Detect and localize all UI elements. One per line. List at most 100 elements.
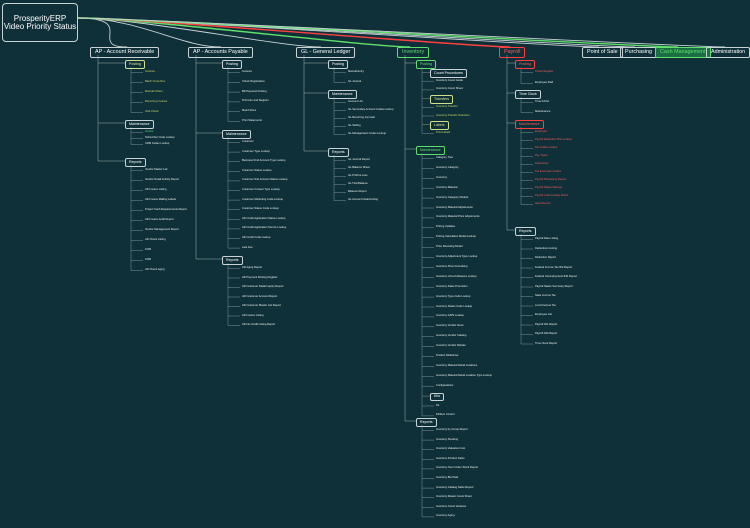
item-ap_reports-2[interactable]: AR Customer Detail Inquiry Report [242, 285, 284, 288]
item-gl_reports-2[interactable]: GL Profit & Loss [348, 174, 368, 177]
item-ar_reports-1[interactable]: Vendor Detail Activity Report [145, 178, 180, 181]
section-inv[interactable]: Inventory [397, 47, 430, 59]
item-ar_posting-4[interactable]: Void Check [145, 110, 159, 113]
item-inv_maint-25[interactable]: Kit [436, 403, 440, 407]
item-pr_reports-6[interactable]: State Income Tax [535, 294, 556, 297]
item-pr_maint-7[interactable]: Payroll Status Settings [535, 186, 563, 189]
group-ar_posting[interactable]: Posting [125, 60, 145, 69]
item-inv_maint-18[interactable]: Inventory Vendor Catalog [436, 334, 467, 338]
item-pr_maint-2[interactable]: Tax Codes Lookup [535, 146, 558, 149]
item-pr_maint-6[interactable]: Payroll Processing Report [535, 178, 567, 181]
item-inv_reports-9[interactable]: Inventory Aging [436, 514, 455, 518]
item-inv_maint-8[interactable]: Pricing Calculation Model Lookup [436, 235, 476, 239]
item-inv_maint-2[interactable]: Inventory [436, 175, 448, 179]
item-inv_maint-11[interactable]: Inventory Price Formatting [436, 264, 468, 268]
item-ap_reports-5[interactable]: AR Invoice Listing [242, 313, 264, 317]
section-ar[interactable]: AP - Account Receivable [90, 47, 160, 59]
item-pr_reports-4[interactable]: Federal Unemployment 940 Report [535, 275, 577, 278]
item-inv_reports-5[interactable]: Inventory Bin Data [436, 476, 459, 479]
section-gl[interactable]: GL - General Ledger [296, 47, 356, 59]
item-inv_reports-3[interactable]: Inventory Product Sales [436, 456, 465, 460]
item-inv_maint-16[interactable]: Inventory GWS Lookup [436, 314, 464, 318]
group-ap_posting[interactable]: Posting [222, 60, 242, 69]
item-inv_maint-26[interactable]: Kit/Item Control [436, 413, 455, 417]
item-pr_posting-1[interactable]: Employee Paid [535, 81, 554, 84]
item-pr_reports-7[interactable]: Local Income Tax [535, 303, 556, 307]
item-ap_posting-0[interactable]: Invoices [242, 70, 252, 73]
item-ar_posting-0[interactable]: Invoices [145, 70, 155, 73]
section-pos[interactable]: Point of Sale [582, 47, 623, 59]
item-ap_reports-0[interactable]: AR Aging Report [242, 266, 263, 269]
item-pr_reports-8[interactable]: Employee List [535, 313, 552, 316]
item-ap_maint-11[interactable]: Late Fee [242, 245, 253, 249]
item-pr_maint-3[interactable]: Pay Types [535, 154, 548, 157]
item-ap_maint-10[interactable]: AR Credit Code Lookup [242, 236, 271, 239]
item-ar_maint-2[interactable]: CRM Codes Lookup [145, 142, 170, 145]
item-gl_reports-4[interactable]: Balance Report [348, 190, 367, 193]
item-ar_maint-1[interactable]: Subscriber Code Lookup [145, 136, 175, 139]
subgroup-inv_maint-24[interactable]: Kits [430, 392, 444, 402]
item-gl_maint-0[interactable]: Account List [348, 100, 363, 103]
group-pr_maint[interactable]: Maintenance [515, 120, 544, 129]
item-ap_maint-3[interactable]: Customer Status Lookup [242, 168, 272, 172]
group-inv_maint[interactable]: Maintenance [416, 146, 445, 155]
item-pr_maint-4[interactable]: Deductions [535, 162, 549, 165]
item-inv_maint-1[interactable]: Inventory Category [436, 165, 459, 169]
item-ar_reports-0[interactable]: Vendor Master List [145, 168, 168, 171]
item-inv_posting-7[interactable]: Print Labels [436, 130, 451, 134]
item-inv_reports-8[interactable]: Inventory Count Variance [436, 504, 467, 508]
item-ap_maint-6[interactable]: Customer Marketing Code Lookup [242, 197, 283, 201]
item-pr_reports-1[interactable]: Deductions Listing [535, 246, 557, 250]
item-ar_posting-3[interactable]: Recurring Invoices [145, 100, 168, 103]
item-ar_reports-2[interactable]: AR Invoice Listing [145, 188, 167, 191]
item-ap_maint-4[interactable]: Customer Sub Account Status Lookup [242, 178, 288, 182]
item-ap_reports-1[interactable]: AR Payment Posting Register [242, 275, 278, 279]
section-cash[interactable]: Cash Management [655, 47, 711, 59]
item-pr_maint-9[interactable]: Garnishment [535, 202, 551, 205]
item-pr_time-1[interactable]: Maintenance [535, 110, 551, 113]
item-inv_maint-15[interactable]: Inventory Status Code Lookup [436, 304, 473, 308]
item-ap_posting-2[interactable]: Bill Payment Posting [242, 89, 267, 93]
item-pr_time-0[interactable]: Time In/Out [535, 100, 549, 103]
group-inv_reports[interactable]: Reports [416, 418, 437, 427]
item-inv_posting-1[interactable]: Inventory Count Guide [436, 78, 463, 82]
item-inv_maint-14[interactable]: Inventory Type Code Lookup [436, 294, 471, 298]
item-pr_reports-5[interactable]: Payroll Status Summary Report [535, 284, 573, 288]
item-ap_reports-3[interactable]: AR Customer Account Report [242, 294, 278, 298]
group-gl_posting[interactable]: Posting [328, 60, 348, 69]
item-inv_maint-7[interactable]: Pricing Updates [436, 225, 455, 229]
item-inv_maint-4[interactable]: Inventory Category Module [436, 195, 469, 199]
group-ap_reports[interactable]: Reports [222, 256, 243, 265]
item-ar_reports-9[interactable]: 1096 [145, 258, 151, 261]
group-gl_reports[interactable]: Reports [328, 148, 349, 157]
item-ar_posting-1[interactable]: Batch Cross Rec [145, 80, 166, 83]
item-pr_reports-10[interactable]: Payroll 940 Report [535, 332, 558, 335]
item-inv_posting-2[interactable]: Inventory Count Sheet [436, 87, 463, 91]
item-pr_maint-8[interactable]: Payroll Code Lookup Select [535, 194, 569, 197]
group-inv_posting[interactable]: Posting [416, 60, 436, 69]
item-pr_reports-9[interactable]: Payroll 941 Report [535, 322, 558, 326]
item-inv_reports-2[interactable]: Inventory Valuation Cost [436, 447, 466, 451]
item-inv_maint-13[interactable]: Inventory Sales Promotion [436, 284, 468, 288]
item-gl_reports-3[interactable]: GL Trial Balance [348, 182, 368, 185]
item-inv_reports-4[interactable]: Inventory Over Under Stock Report [436, 466, 478, 470]
group-pr_reports[interactable]: Reports [515, 227, 536, 236]
item-gl_reports-5[interactable]: GL Account Detail Listing [348, 198, 378, 201]
group-ap_maint[interactable]: Maintenance [222, 130, 251, 139]
item-ar_reports-7[interactable]: AR Check Listing [145, 238, 166, 241]
item-gl_posting-0[interactable]: Manual Entry [348, 70, 364, 73]
item-inv_maint-12[interactable]: Inventory Unit-of-Measure Lookup [436, 274, 477, 278]
group-pr_time[interactable]: Time Clock [515, 90, 541, 99]
item-pr_reports-11[interactable]: Time Clock Report [535, 341, 558, 345]
item-inv_reports-6[interactable]: Inventory Catalog Sales Report [436, 485, 474, 489]
item-pr_reports-0[interactable]: Payroll Date Listing [535, 237, 559, 240]
item-pr_reports-3[interactable]: Federal Income Tax W2 Report [535, 265, 573, 269]
item-gl_maint-3[interactable]: GL Setting [348, 124, 361, 127]
subgroup-inv_posting-3[interactable]: Transfers [430, 95, 454, 104]
item-pr_posting-0[interactable]: Check Register [535, 70, 554, 73]
item-ar_reports-6[interactable]: Vendor Management Report [145, 228, 179, 231]
item-ar_reports-4[interactable]: Project Cash Requirements Report [145, 208, 187, 211]
item-gl_posting-1[interactable]: GL Journal [348, 80, 362, 83]
item-pr_maint-0[interactable]: Employee [535, 130, 547, 133]
item-inv_maint-0[interactable]: Category Tree [436, 156, 454, 159]
